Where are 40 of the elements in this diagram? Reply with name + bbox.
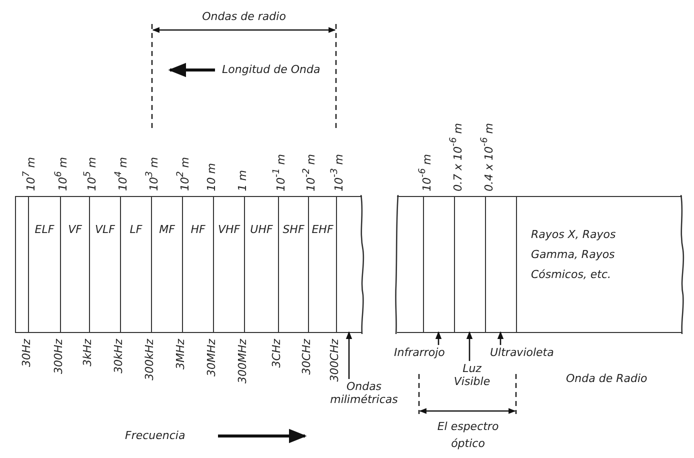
frequency-label: 3kHz: [81, 339, 95, 366]
frequency-label: 30kHz: [112, 339, 126, 374]
wavelength-label: 1 m: [236, 170, 250, 191]
wavelength-label: 10 m: [205, 162, 219, 191]
frequency-label: 30MHz: [205, 339, 219, 377]
frequency-label: 300kHz: [143, 339, 157, 380]
frequency-label: 300MHz: [236, 339, 250, 384]
leader-arrow: [497, 331, 504, 345]
band-name: VLF: [95, 223, 115, 236]
band-name: SHF: [282, 223, 304, 236]
spectrum-band: [397, 196, 682, 333]
band-cell: [308, 197, 336, 332]
axis-label: Frecuencia: [125, 429, 186, 442]
range-label: Ondas de radio: [201, 10, 287, 23]
frequency-label: 3MHz: [174, 339, 188, 370]
band-text: Rayos X, Rayos Gamma, Rayos Cósmicos, etc.: [531, 227, 617, 283]
leader-arrow: [466, 331, 473, 361]
band-name: MF: [159, 223, 175, 236]
frequency-label: 300CHz: [328, 339, 342, 382]
leader-arrow: [346, 331, 352, 379]
band-name: UHF: [250, 223, 273, 236]
frequency-label: 30Hz: [20, 339, 34, 368]
band-name: VHF: [218, 223, 240, 236]
leader-arrow: [435, 331, 442, 345]
leader-label: Infrarrojo: [394, 346, 456, 359]
band-name: ELF: [34, 223, 54, 236]
leader-label: Luz Visible: [448, 362, 496, 388]
frequency-label: 300Hz: [52, 339, 66, 374]
leader-label: Ultravioleta: [490, 346, 566, 359]
axis-label: Longitud de Onda: [222, 63, 320, 76]
band-name: HF: [190, 223, 206, 236]
label: Onda de Radio: [566, 372, 648, 385]
frequency-label: 3CHz: [270, 339, 284, 368]
spectrum-band: [15, 196, 362, 333]
band-name: EHF: [312, 223, 334, 236]
frequency-label: 30CHz: [300, 339, 314, 375]
range-label: El espectro óptico: [436, 419, 500, 452]
leader-label: Ondas milimétricas: [324, 380, 404, 406]
band-name: VF: [68, 223, 82, 236]
band-name: LF: [130, 223, 142, 236]
